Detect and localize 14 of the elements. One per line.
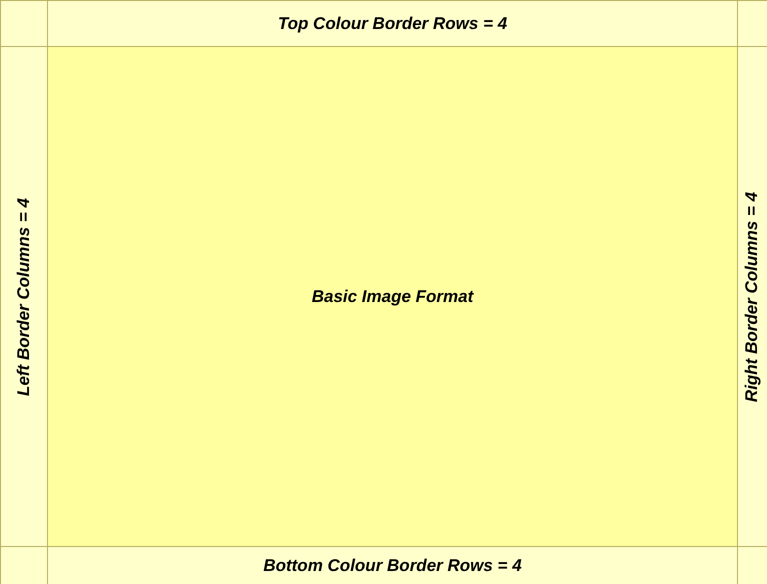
band-label: Right Border Columns = 4 — [742, 191, 762, 402]
band-label: Bottom Colour Border Rows = 4 — [263, 556, 522, 576]
corner-cell — [737, 0, 767, 47]
border-band — [737, 46, 767, 547]
image-area — [47, 46, 738, 547]
band-label: Top Colour Border Rows = 4 — [278, 14, 508, 34]
border-band — [47, 0, 738, 47]
border-band — [47, 546, 738, 584]
band-label: Left Border Columns = 4 — [14, 198, 34, 396]
corner-cell — [0, 546, 48, 584]
band-label: Basic Image Format — [312, 286, 474, 306]
corner-cell — [737, 546, 767, 584]
corner-cell — [0, 0, 48, 47]
border-band — [0, 46, 48, 547]
